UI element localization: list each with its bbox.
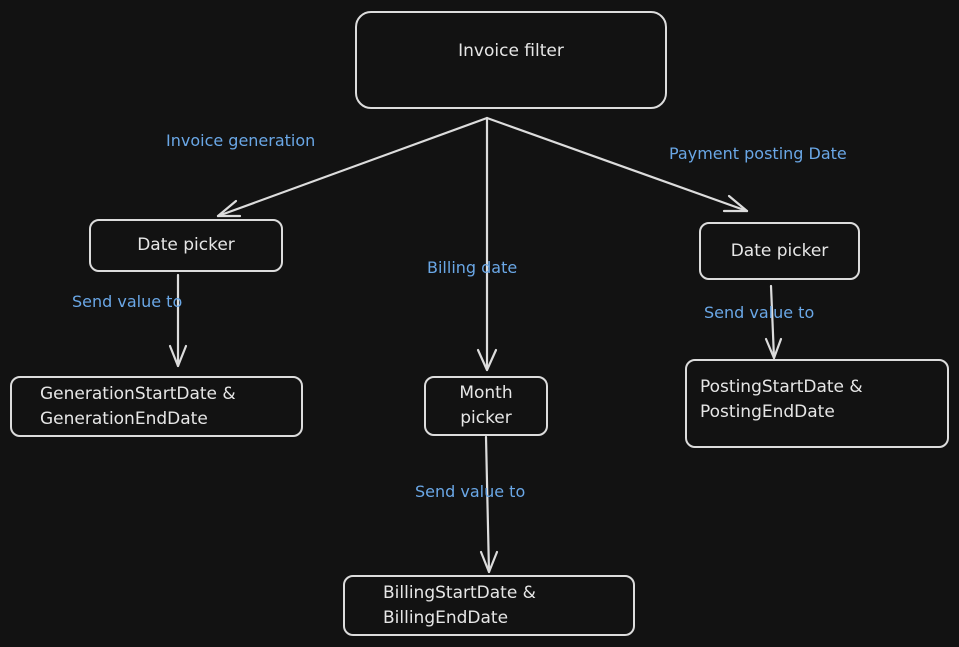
edge-filter-to-posting-picker	[485, 116, 749, 213]
edge-posting-picker-to-dates	[764, 284, 783, 360]
node-posting-date-picker-text: Date picker	[730, 240, 829, 261]
edge-filter-to-generation-picker	[216, 116, 489, 218]
node-invoice-filter-text: Invoice filter	[458, 40, 564, 61]
node-month-picker-text: Month picker	[459, 383, 513, 428]
node-generation-date-picker: Date picker	[89, 219, 283, 272]
node-invoice-filter: Invoice filter	[355, 11, 667, 109]
edge-label-invoice-generation: Invoice generation	[166, 131, 316, 150]
edge-label-payment-posting-date: Payment posting Date	[669, 144, 847, 163]
node-posting-dates-text: PostingStartDate & PostingEndDate	[700, 376, 863, 422]
node-billing-dates-text: BillingStartDate & BillingEndDate	[383, 582, 536, 628]
node-posting-dates: PostingStartDate & PostingEndDate	[685, 359, 949, 448]
node-generation-dates-text: GenerationStartDate & GenerationEndDate	[40, 383, 236, 429]
edge-label-send-value-generation: Send value to	[72, 292, 183, 311]
edge-month-picker-to-billing-dates	[479, 435, 499, 574]
edge-generation-picker-to-dates	[168, 273, 188, 368]
edge-filter-to-month-picker	[476, 116, 498, 372]
edge-label-billing-date: Billing date	[427, 258, 518, 277]
edge-label-send-value-billing: Send value to	[415, 482, 526, 501]
edge-label-send-value-posting: Send value to	[704, 303, 815, 322]
node-generation-date-picker-text: Date picker	[137, 235, 235, 255]
node-posting-date-picker: Date picker	[699, 222, 860, 280]
node-billing-dates: BillingStartDate & BillingEndDate	[343, 575, 635, 636]
node-month-picker: Month picker	[424, 376, 548, 436]
node-generation-dates: GenerationStartDate & GenerationEndDate	[10, 376, 303, 437]
